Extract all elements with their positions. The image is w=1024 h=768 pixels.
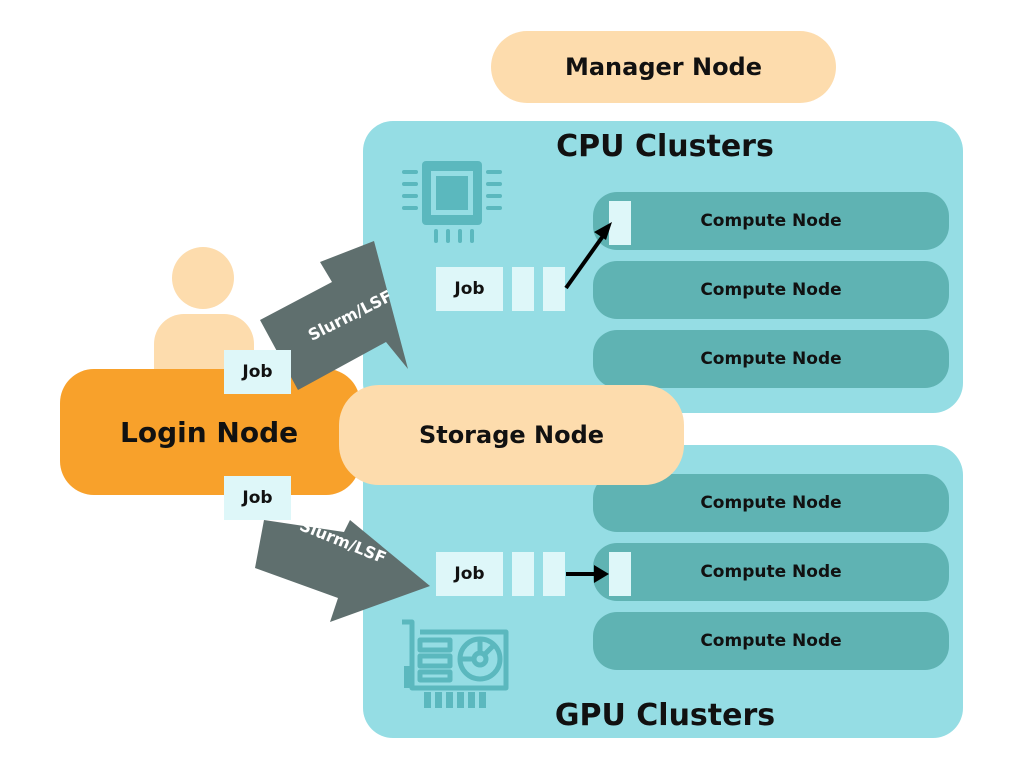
user-job-top: Job [224, 350, 291, 394]
cpu-queue-slot-2 [543, 267, 565, 311]
gpu-queue-slot-2 [543, 552, 565, 596]
gpu-queue-slot-1 [512, 552, 534, 596]
job-label: Job [242, 488, 273, 508]
cpu-cluster-title: CPU Clusters [556, 128, 774, 164]
job-label: Job [454, 564, 485, 584]
gpu-compute-node-2: Compute Node [593, 543, 949, 601]
cpu-compute-node-3: Compute Node [593, 330, 949, 388]
compute-node-label: Compute Node [700, 211, 842, 231]
login-node: Login Node [60, 369, 360, 495]
storage-node: Storage Node [339, 385, 684, 485]
gpu-card-icon [402, 619, 509, 708]
cpu-queue-slot-1 [512, 267, 534, 311]
storage-node-label: Storage Node [418, 421, 605, 449]
user-job-bottom: Job [224, 476, 291, 520]
cpu-compute-node-1: Compute Node [593, 192, 949, 250]
compute-node-label: Compute Node [700, 349, 842, 369]
cpu-running-job-marker [609, 201, 631, 245]
manager-node: Manager Node [491, 31, 836, 103]
manager-node-label: Manager Node [564, 53, 763, 81]
compute-node-label: Compute Node [700, 493, 842, 513]
cpu-compute-node-2: Compute Node [593, 261, 949, 319]
compute-node-label: Compute Node [700, 280, 842, 300]
gpu-running-job-marker [609, 552, 631, 596]
cpu-queue-job: Job [436, 267, 503, 311]
job-label: Job [242, 362, 273, 382]
login-node-label: Login Node [120, 415, 299, 449]
gpu-queue-job: Job [436, 552, 503, 596]
cpu-chip-icon [402, 161, 502, 243]
compute-node-label: Compute Node [700, 562, 842, 582]
compute-node-label: Compute Node [700, 631, 842, 651]
gpu-compute-node-3: Compute Node [593, 612, 949, 670]
gpu-cluster-title: GPU Clusters [554, 697, 776, 733]
job-label: Job [454, 279, 485, 299]
